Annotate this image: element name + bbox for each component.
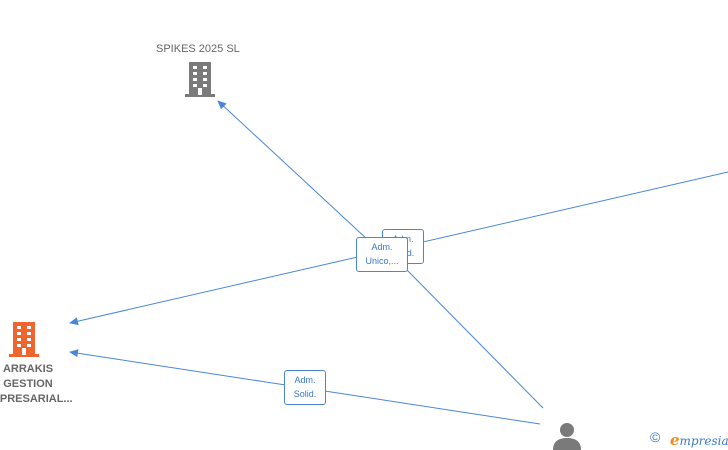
- copyright-symbol: ©: [650, 429, 661, 445]
- building-icon[interactable]: [184, 62, 216, 98]
- edge-label-front-line2: Unico,...: [365, 256, 399, 266]
- edge-label-bottom[interactable]: Adm. Solid.: [284, 370, 326, 405]
- edge-label-front-line1: Adm.: [371, 242, 393, 252]
- arrakis-label-line3: EMPRESARIAL...: [0, 393, 73, 405]
- person-icon[interactable]: [552, 422, 582, 450]
- edge-label-bottom-line1: Adm.: [294, 375, 316, 385]
- edge-label-bottom-line2: Solid.: [293, 389, 317, 399]
- arrakis-label-line2: GESTION: [3, 378, 53, 390]
- edge-to-spikes: [217, 100, 369, 241]
- brand-e: e: [670, 431, 680, 449]
- arrakis-label-line1: ARRAKIS: [2, 363, 54, 375]
- edge-person-to-hub: [404, 267, 544, 409]
- edge-label-front[interactable]: Adm. Unico,...: [356, 237, 408, 272]
- arrakis-label[interactable]: ARRAKIS GESTION EMPRESARIAL...: [0, 362, 78, 407]
- brand-rest: mpresia: [679, 434, 728, 448]
- spikes-label[interactable]: SPIKES 2025 SL: [156, 43, 240, 55]
- building-orange-icon[interactable]: [8, 322, 40, 358]
- empresia-logo[interactable]: empresia: [670, 431, 728, 449]
